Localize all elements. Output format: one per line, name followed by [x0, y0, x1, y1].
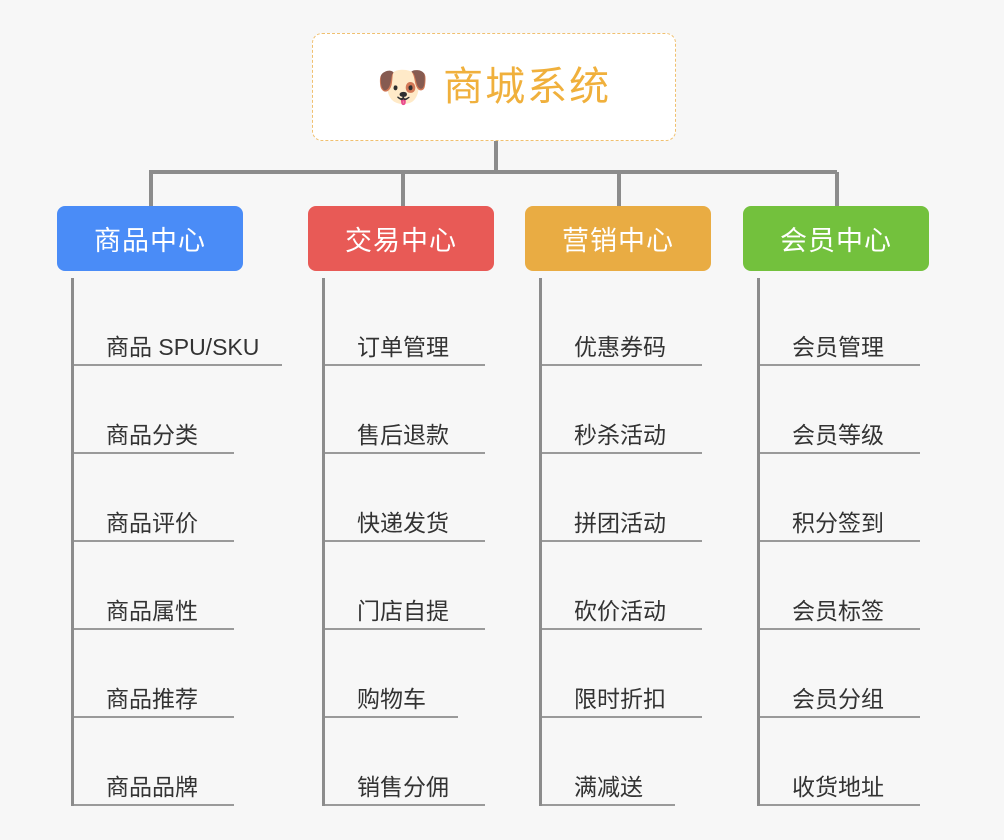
category-box-marketing[interactable]: 营销中心	[525, 206, 711, 271]
list-item[interactable]: 快递发货	[325, 454, 485, 542]
list-item[interactable]: 商品属性	[74, 542, 234, 630]
item-label: 会员分组	[792, 685, 884, 712]
list-item[interactable]: 秒杀活动	[542, 366, 702, 454]
connector-drop-2	[401, 172, 405, 206]
item-label: 订单管理	[357, 333, 449, 360]
list-item[interactable]: 拼团活动	[542, 454, 702, 542]
category-label: 交易中心	[345, 226, 457, 256]
category-box-product[interactable]: 商品中心	[57, 206, 243, 271]
item-label: 门店自提	[357, 597, 449, 624]
category-box-member[interactable]: 会员中心	[743, 206, 929, 271]
item-column-transaction: 订单管理 售后退款 快递发货 门店自提 购物车 销售分佣	[322, 278, 552, 806]
item-label: 商品品牌	[106, 773, 198, 800]
list-item[interactable]: 门店自提	[325, 542, 485, 630]
list-item[interactable]: 售后退款	[325, 366, 485, 454]
item-label: 优惠券码	[574, 333, 666, 360]
connector-trunk	[494, 141, 498, 172]
list-item[interactable]: 商品推荐	[74, 630, 234, 718]
item-label: 满减送	[574, 773, 643, 800]
list-item[interactable]: 会员分组	[760, 630, 920, 718]
item-label: 拼团活动	[574, 509, 666, 536]
list-item[interactable]: 商品品牌	[74, 718, 234, 806]
item-label: 商品 SPU/SKU	[106, 333, 260, 360]
connector-drop-3	[617, 172, 621, 206]
list-item[interactable]: 商品评价	[74, 454, 234, 542]
item-label: 快递发货	[357, 509, 449, 536]
list-item[interactable]: 收货地址	[760, 718, 920, 806]
list-item[interactable]: 积分签到	[760, 454, 920, 542]
connector-horizontal-bus	[149, 170, 837, 174]
connector-drop-1	[149, 172, 153, 206]
item-label: 商品分类	[106, 421, 198, 448]
item-label: 销售分佣	[357, 773, 449, 800]
list-item[interactable]: 满减送	[542, 718, 675, 806]
item-label: 购物车	[357, 685, 426, 712]
dog-face-emoji: 🐶	[376, 62, 430, 111]
item-label: 售后退款	[357, 421, 449, 448]
category-label: 营销中心	[562, 226, 674, 256]
item-column-member: 会员管理 会员等级 积分签到 会员标签 会员分组 收货地址	[757, 278, 987, 806]
list-item[interactable]: 会员管理	[760, 278, 920, 366]
category-box-transaction[interactable]: 交易中心	[308, 206, 494, 271]
item-label: 商品推荐	[106, 685, 198, 712]
list-item[interactable]: 销售分佣	[325, 718, 485, 806]
item-column-marketing: 优惠券码 秒杀活动 拼团活动 砍价活动 限时折扣 满减送	[539, 278, 769, 806]
root-node-商城系统[interactable]: 🐶 商城系统	[312, 33, 676, 141]
item-label: 收货地址	[792, 773, 884, 800]
item-label: 商品评价	[106, 509, 198, 536]
list-item[interactable]: 砍价活动	[542, 542, 702, 630]
list-item[interactable]: 商品 SPU/SKU	[74, 278, 282, 366]
category-label: 商品中心	[94, 226, 206, 256]
list-item[interactable]: 会员标签	[760, 542, 920, 630]
item-label: 砍价活动	[574, 597, 666, 624]
item-label: 积分签到	[792, 509, 884, 536]
list-item[interactable]: 限时折扣	[542, 630, 702, 718]
item-column-product: 商品 SPU/SKU 商品分类 商品评价 商品属性 商品推荐 商品品牌	[71, 278, 301, 806]
list-item[interactable]: 会员等级	[760, 366, 920, 454]
list-item[interactable]: 购物车	[325, 630, 458, 718]
item-label: 会员管理	[792, 333, 884, 360]
list-item[interactable]: 订单管理	[325, 278, 485, 366]
connector-drop-4	[835, 172, 839, 206]
list-item[interactable]: 优惠券码	[542, 278, 702, 366]
item-label: 秒杀活动	[574, 421, 666, 448]
item-label: 会员等级	[792, 421, 884, 448]
item-label: 会员标签	[792, 597, 884, 624]
root-title: 商城系统	[443, 65, 612, 109]
item-label: 商品属性	[106, 597, 198, 624]
category-label: 会员中心	[780, 226, 892, 256]
list-item[interactable]: 商品分类	[74, 366, 234, 454]
item-label: 限时折扣	[574, 685, 666, 712]
